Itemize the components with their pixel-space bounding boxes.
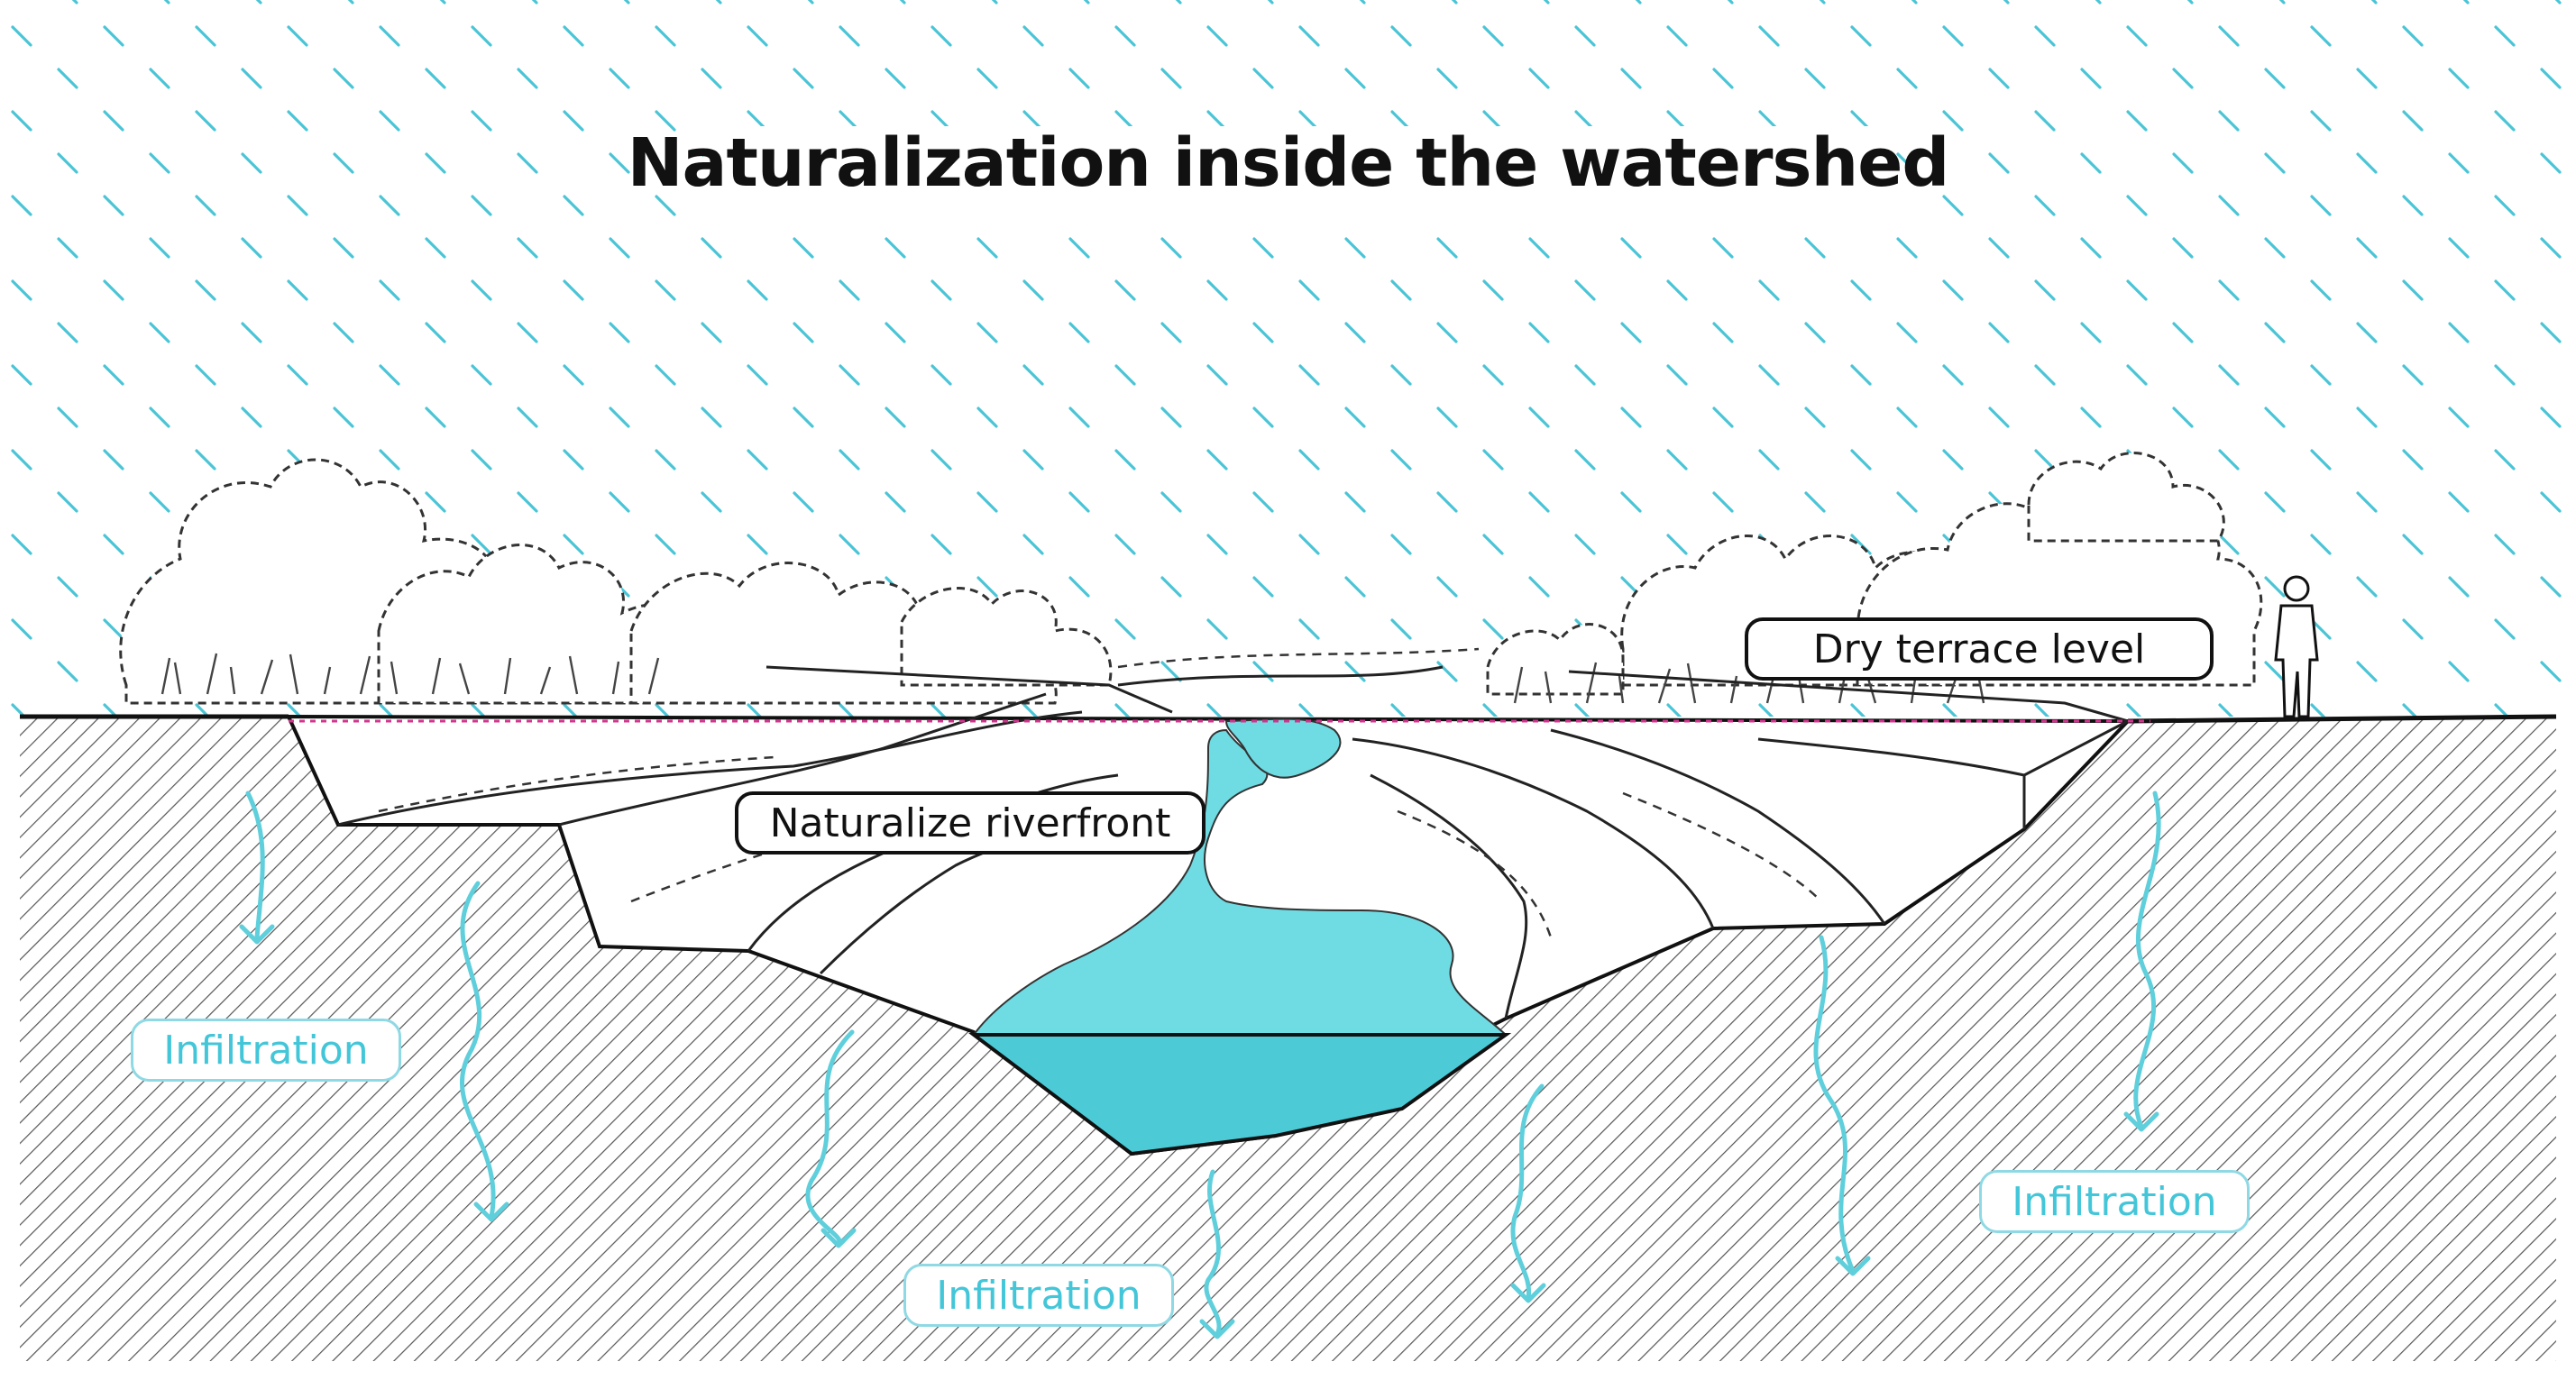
infiltration-label-right: Infiltration: [1979, 1170, 2250, 1233]
soil-cross-section: [20, 717, 2556, 1361]
naturalize-riverfront-label: Naturalize riverfront: [735, 791, 1205, 855]
terrace-dashed-lines: [378, 647, 1822, 938]
river-deep-water: [968, 1033, 1512, 1156]
ground-line: [20, 714, 2557, 724]
dry-terrace-label: Dry terrace level: [1745, 617, 2214, 681]
person-silhouette: [2274, 575, 2319, 718]
tree-canopy-left: [119, 458, 1113, 705]
infiltration-label-center: Infiltration: [903, 1264, 1174, 1327]
river-water-surface: [972, 728, 1508, 1036]
infiltration-label-left: Infiltration: [131, 1019, 401, 1082]
terrace-contours: [337, 665, 2129, 1019]
diagram-title: Naturalization inside the watershed: [627, 124, 1950, 202]
river-upstream: [1224, 717, 1342, 779]
infiltration-arrows: [239, 791, 2161, 1339]
